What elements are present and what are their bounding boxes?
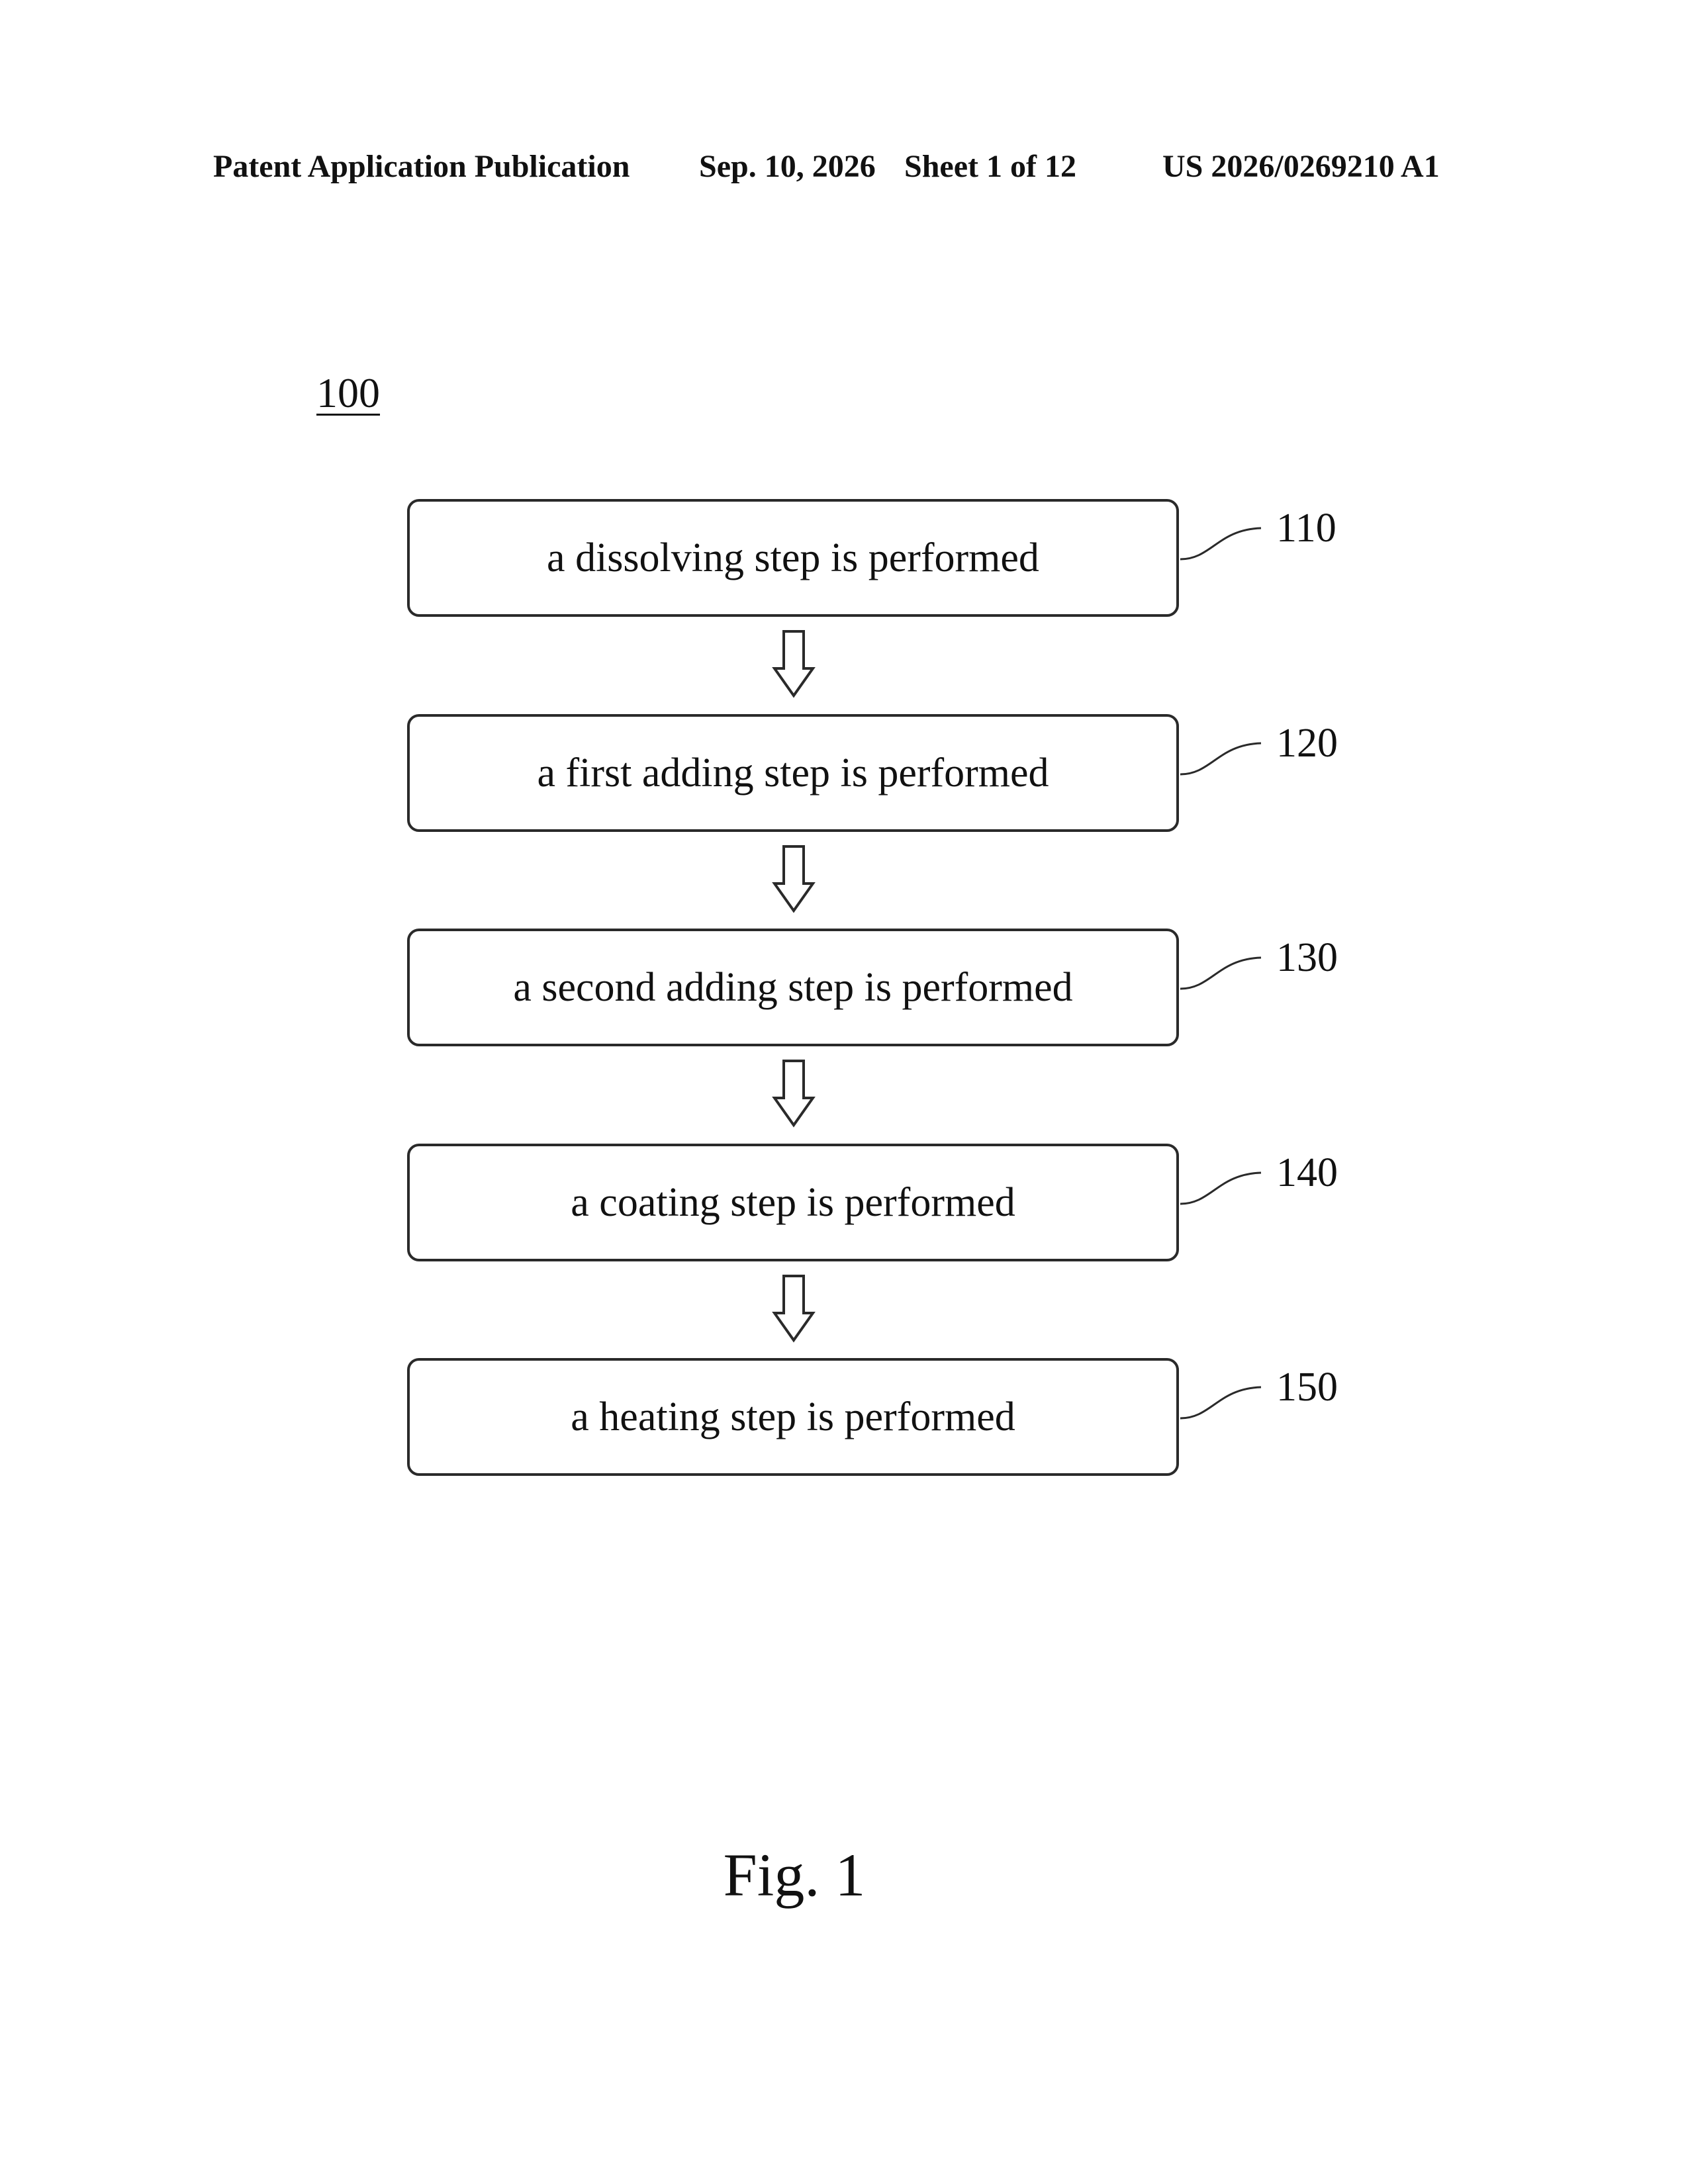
down-arrow-icon	[774, 631, 813, 696]
ref-number-130: 130	[1276, 934, 1338, 981]
down-arrow-icon	[774, 1061, 813, 1125]
step-text: a coating step is performed	[571, 1179, 1015, 1226]
leader-line-150	[1180, 1387, 1261, 1418]
ref-number-110: 110	[1276, 504, 1336, 552]
step-text: a dissolving step is performed	[547, 535, 1039, 582]
step-box-second-adding: a second adding step is performed	[407, 929, 1179, 1046]
step-box-dissolving: a dissolving step is performed	[407, 499, 1179, 617]
down-arrow-icon	[774, 1276, 813, 1340]
ref-number-140: 140	[1276, 1149, 1338, 1197]
step-text: a second adding step is performed	[513, 964, 1072, 1011]
ref-number-150: 150	[1276, 1363, 1338, 1411]
step-text: a first adding step is performed	[537, 750, 1049, 797]
step-text: a heating step is performed	[571, 1394, 1015, 1441]
step-box-first-adding: a first adding step is performed	[407, 714, 1179, 832]
figure-caption: Fig. 1	[0, 1839, 1589, 1911]
down-arrow-icon	[774, 846, 813, 911]
leader-line-120	[1180, 743, 1261, 774]
leader-line-140	[1180, 1173, 1261, 1204]
step-box-coating: a coating step is performed	[407, 1144, 1179, 1261]
leader-line-130	[1180, 958, 1261, 989]
leader-line-110	[1180, 528, 1261, 559]
step-box-heating: a heating step is performed	[407, 1358, 1179, 1476]
ref-number-120: 120	[1276, 719, 1338, 767]
